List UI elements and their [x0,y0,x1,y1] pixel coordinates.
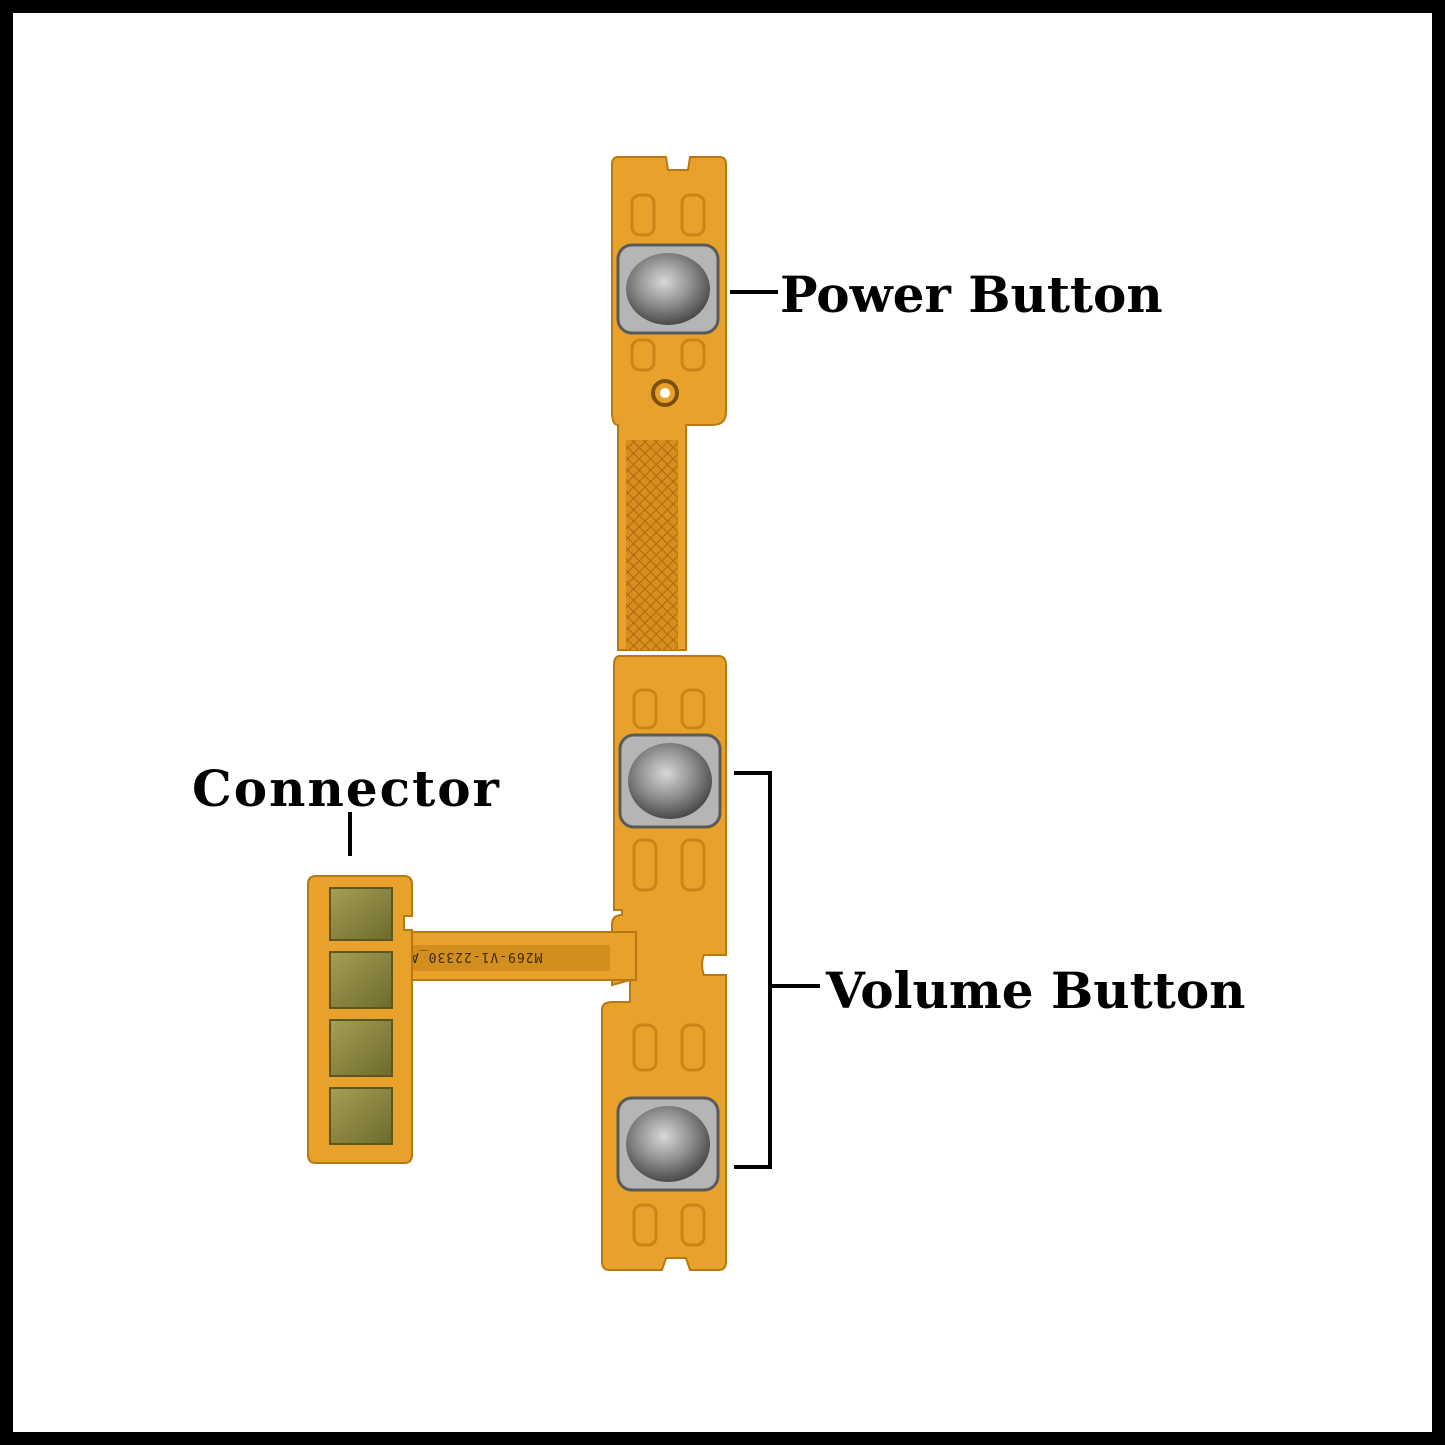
slot-outlines [630,193,706,1247]
connector-branch: M269-V1-22330_A [399,931,637,981]
main-flex-strip [601,156,727,1271]
hatched-trace [626,440,678,650]
contact-pad-2 [329,951,393,1009]
contact-pad-3 [329,1019,393,1077]
volume-down-dome-switch [616,1096,720,1192]
contact-pad-1 [329,887,393,941]
volume-button-label: Volume Button [826,961,1246,1020]
connector-label: Connector [192,759,501,818]
connector-board [307,875,413,1164]
contact-pad-4 [329,1087,393,1145]
pcb-marking: M269-V1-22330_A [410,949,542,964]
power-dome-switch [616,243,720,335]
volume-up-dome-switch [618,733,722,829]
volume-bracket [734,771,820,1169]
power-button-label: Power Button [780,265,1163,324]
